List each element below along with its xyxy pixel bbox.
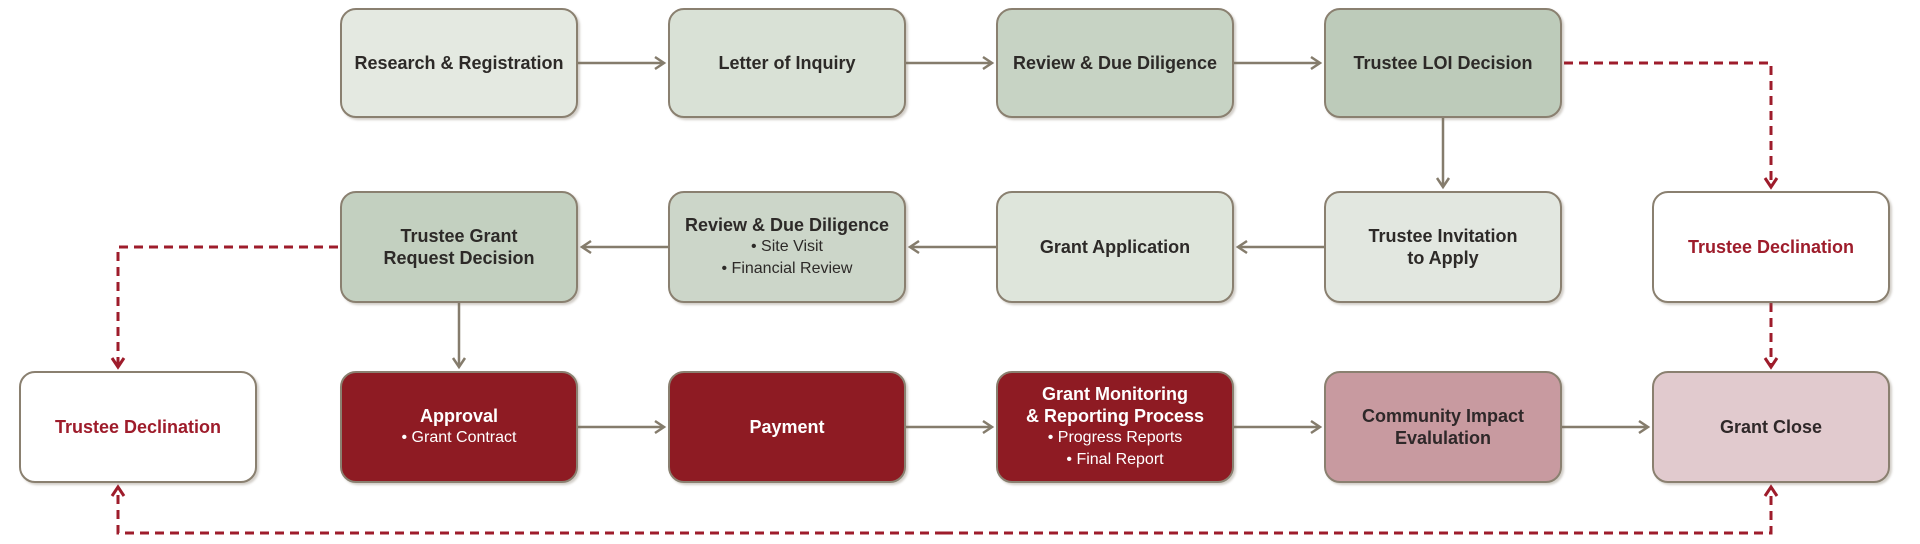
node-review-due-diligence-loi: Review & Due Diligence: [996, 8, 1234, 118]
edge-loi-decision-to-declination-right: [1564, 61, 1779, 190]
node-bullet: • Financial Review: [721, 260, 853, 277]
node-label: Research & Registration: [354, 53, 564, 73]
node-label: Trustee LOI Decision: [1353, 53, 1533, 73]
node-label: & Reporting Process: [1025, 406, 1205, 426]
node-label: Community Impact: [1361, 406, 1525, 426]
node-bullet: • Grant Contract: [401, 429, 517, 446]
node-trustee-loi-decision: Trustee LOI Decision: [1324, 8, 1562, 118]
node-approval: Approval • Grant Contract: [340, 371, 578, 483]
node-trustee-invitation-to-apply: Trustee Invitation to Apply: [1324, 191, 1562, 303]
edge-grant-decision-to-declination-left: [110, 245, 338, 370]
node-label: Grant Monitoring: [1042, 384, 1188, 404]
node-review-due-diligence-grant: Review & Due Diligence • Site Visit • Fi…: [668, 191, 906, 303]
node-label: Trustee Grant: [400, 226, 518, 246]
node-label: Trustee Declination: [54, 417, 222, 437]
node-research-registration: Research & Registration: [340, 8, 578, 118]
node-trustee-grant-request-decision: Trustee Grant Request Decision: [340, 191, 578, 303]
node-label: Review & Due Diligence: [1012, 53, 1218, 73]
node-label: Letter of Inquiry: [718, 53, 856, 73]
node-community-impact-evaluation: Community Impact Evalulation: [1324, 371, 1562, 483]
node-label: Review & Due Diligence: [684, 215, 890, 235]
node-grant-monitoring-reporting: Grant Monitoring & Reporting Process • P…: [996, 371, 1234, 483]
node-label: Evalulation: [1394, 428, 1492, 448]
node-trustee-declination-right: Trustee Declination: [1652, 191, 1890, 303]
node-grant-application: Grant Application: [996, 191, 1234, 303]
node-letter-of-inquiry: Letter of Inquiry: [668, 8, 906, 118]
edge-bottom-to-declination-left: [110, 484, 944, 535]
node-label: Trustee Invitation: [1368, 226, 1518, 246]
node-label: to Apply: [1407, 248, 1479, 268]
node-label: Request Decision: [383, 248, 535, 268]
node-grant-close: Grant Close: [1652, 371, 1890, 483]
edge-bottom-to-grant-close: [944, 484, 1779, 535]
node-label: Trustee Declination: [1687, 237, 1855, 257]
node-label: Grant Application: [1039, 237, 1191, 257]
node-bullet: • Site Visit: [751, 238, 823, 255]
node-payment: Payment: [668, 371, 906, 483]
node-trustee-declination-left: Trustee Declination: [19, 371, 257, 483]
node-label: Approval: [419, 406, 498, 426]
node-bullet: • Final Report: [1066, 451, 1164, 468]
node-label: Payment: [749, 417, 825, 437]
node-label: Grant Close: [1719, 417, 1823, 437]
node-bullet: • Progress Reports: [1047, 429, 1183, 446]
